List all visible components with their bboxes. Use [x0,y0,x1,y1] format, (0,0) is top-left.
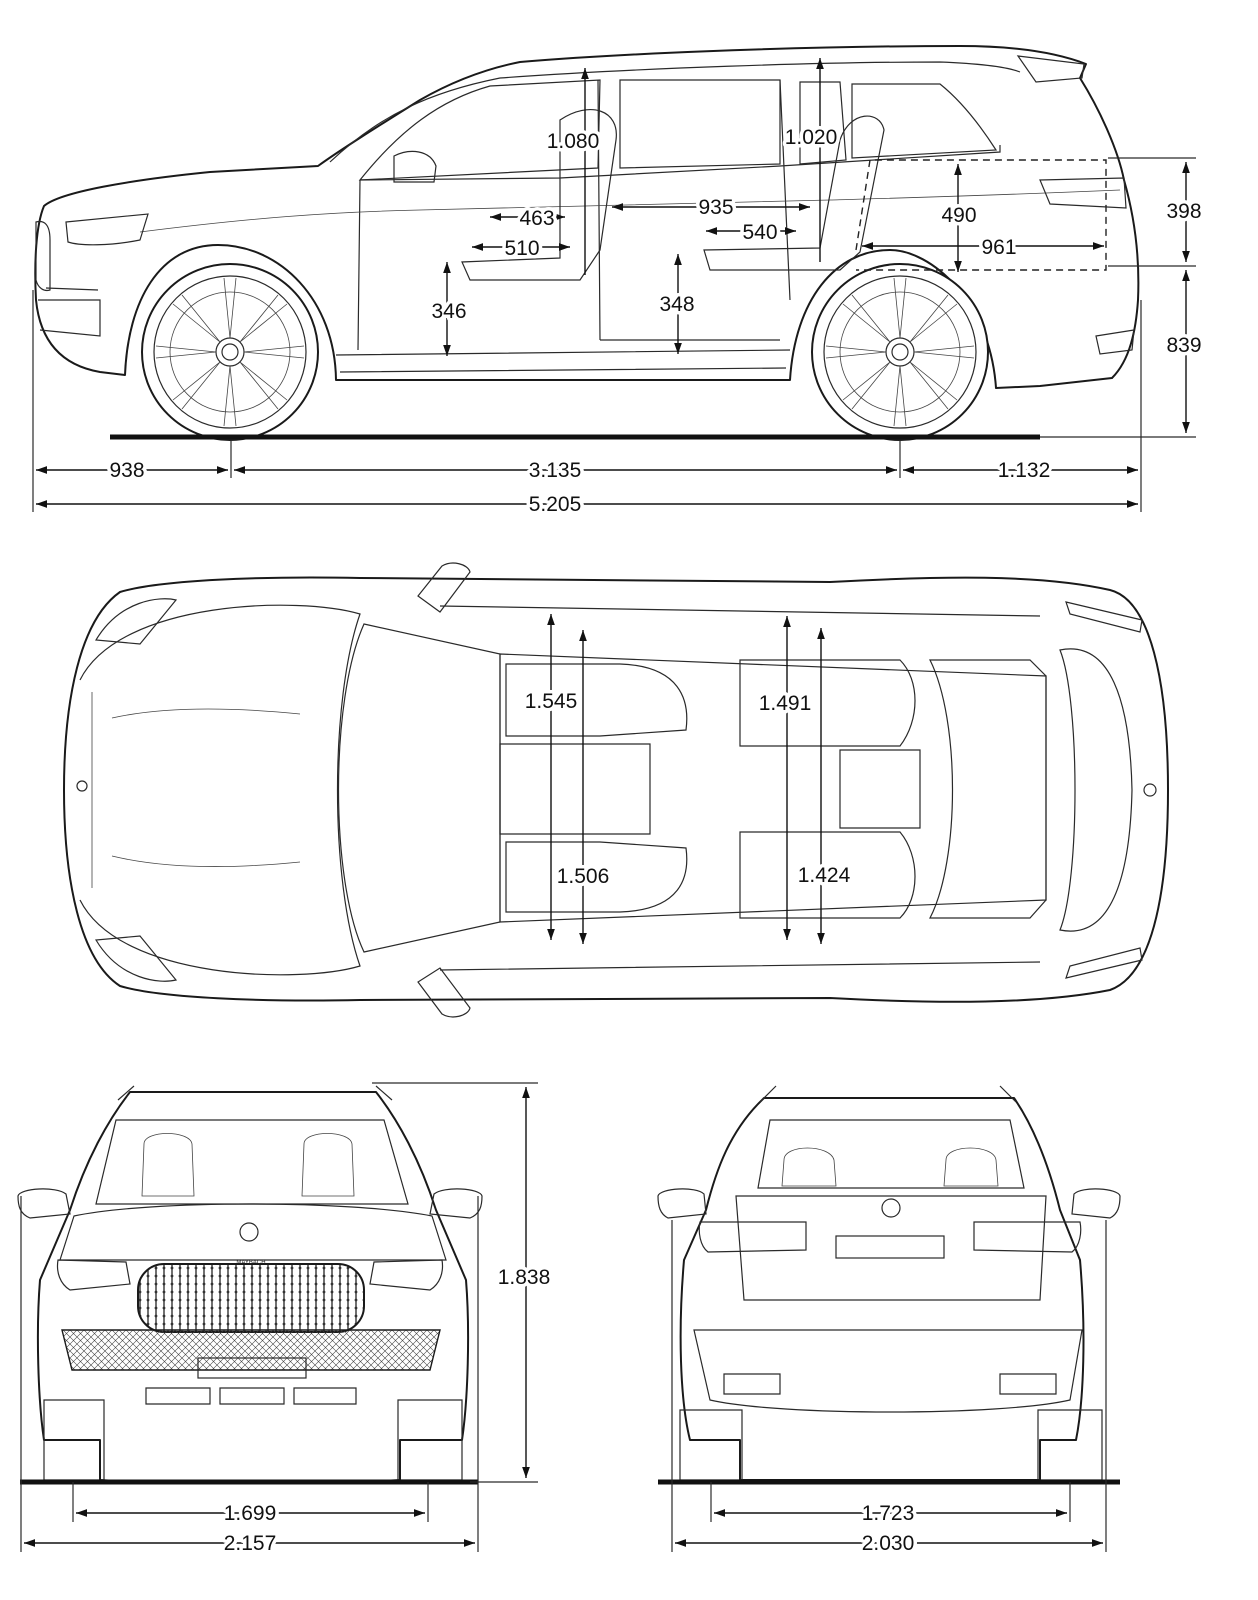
top-mirror-left [417,562,471,613]
front-lower-intake [61,1329,441,1371]
rear-overhang-label: 1.132 [998,459,1051,482]
top-hood-lines [91,692,301,888]
headroom-second-label: 1.020 [785,126,838,149]
front-headlight-right [369,1259,444,1291]
rear-taillight-right [973,1221,1082,1253]
front-hood [59,1203,447,1261]
headroom-front-label: 1.080 [547,130,600,153]
top-mirror-right [417,967,471,1018]
top-taillight-right [1065,947,1143,979]
side-window-line [359,145,1001,181]
side-rear-spoiler [1016,55,1085,83]
side-mirror [393,150,437,183]
rear-tailgate [735,1195,1047,1301]
rear-view: 1.723 2.030 [657,1085,1121,1559]
elbow-front-label: 1.506 [557,865,610,888]
side-windows [358,79,998,181]
front-overhang-label: 938 [109,459,144,482]
width-mirrors-label: 2.157 [224,1532,277,1555]
top-second-console [839,749,921,829]
top-headlight-left [94,598,178,645]
front-star-icon [239,1222,259,1242]
rear-seats-behind-glass [781,1147,999,1187]
rear-window [757,1119,1025,1189]
front-mirror-right [429,1188,483,1219]
seat-depth-front-label: 510 [504,237,539,260]
track-front-label: 1.699 [224,1502,277,1525]
front-windshield [95,1119,409,1205]
rear-roof-rails [759,1085,1017,1103]
seat-height-front-label: 346 [431,300,466,323]
legroom-second-label: 935 [698,196,733,219]
side-front-seat [461,109,617,281]
top-view: 1.545 1.491 1.506 1.424 [63,562,1169,1018]
top-rear-star-icon [1143,783,1157,797]
elbow-second-label: 1.424 [798,864,851,887]
front-wheel [141,263,319,441]
top-headlight-right [94,935,178,982]
height-label: 1.838 [498,1266,551,1289]
side-second-seat [703,115,885,271]
side-character-line [139,189,1121,233]
track-rear-label: 1.723 [862,1502,915,1525]
side-sill [335,349,791,373]
top-front-seat-right [505,841,688,913]
rear-width-label: 2.030 [862,1532,915,1555]
top-cargo [929,659,1047,919]
rear-exhausts [723,1373,1057,1395]
front-grille-badge: MAYBACH [236,1260,265,1266]
side-grille [35,220,51,292]
wheelbase-label: 3.135 [529,459,582,482]
front-view: MAYBACH 1.838 1.699 2.157 [17,1082,554,1559]
side-exhaust [1095,329,1135,355]
rear-body-outline [679,1097,1085,1481]
front-roof-rails [117,1085,393,1101]
top-cabin-rails [439,605,1041,971]
seat-depth-second-label: 540 [742,221,777,244]
side-door-seams [357,79,791,351]
front-maybach-grille [137,1263,365,1333]
top-second-seat-right [739,831,916,919]
rear-taillight-left [698,1221,807,1253]
cargo-height-label: 490 [941,204,976,227]
side-view: 1.080 1.020 463 935 510 540 346 348 490 … [32,45,1205,520]
rear-bumper [693,1329,1083,1413]
side-headlight [65,213,149,246]
top-center-console [499,743,651,835]
seat-height-second-label: 348 [659,293,694,316]
top-windshield [337,623,501,953]
side-roofline [329,61,1021,163]
top-taillight-left [1065,601,1143,633]
overall-length-label: 5.205 [529,493,582,516]
top-body-outline [63,576,1169,1003]
front-mirror-left [17,1188,71,1219]
top-front-seat-left [505,663,688,737]
rear-star-icon [881,1198,901,1218]
top-hood-star-icon [76,780,88,792]
rear-license-plate [835,1235,945,1259]
front-lower-vents [145,1387,357,1405]
rear-mirror-right [1071,1188,1121,1219]
rear-wheel [811,263,989,441]
side-taillight [1039,177,1127,209]
side-body-outline [34,45,1140,389]
top-second-seat-left [739,659,916,747]
front-headlight-left [56,1259,131,1291]
shoulder-second-label: 1.491 [759,692,812,715]
rear-mirror-left [657,1188,707,1219]
top-rear-window [1059,648,1133,932]
legroom-front-label: 463 [519,207,554,230]
rear-tyres [679,1409,1103,1481]
side-cargo-outline [855,159,1107,271]
tailgate-height-label: 398 [1166,200,1201,223]
top-hood [79,604,361,976]
side-front-bumper [38,287,101,337]
front-seats-behind-glass [141,1133,355,1197]
front-license-plate [197,1357,307,1379]
shoulder-front-label: 1.545 [525,690,578,713]
loading-sill-label: 839 [1166,334,1201,357]
cargo-length-label: 961 [981,236,1016,259]
